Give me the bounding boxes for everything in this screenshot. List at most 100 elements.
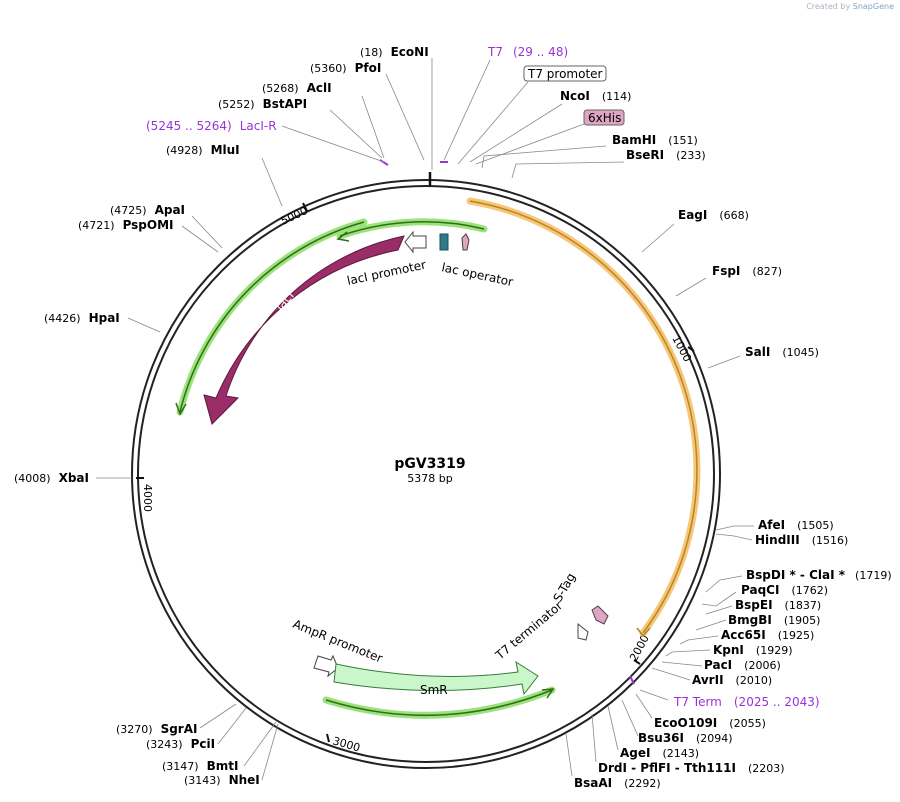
lac-operator-arrow [461,233,470,251]
leader-bspei [705,605,733,615]
leader-nhei [261,723,279,781]
site-bmti: (3147)BmtI [162,759,238,773]
leader-acli [361,95,385,159]
site-acli: (5268)AclI [262,81,332,95]
leader-paci [661,661,703,667]
leader-laci-r-primer [281,125,385,163]
leader-hpai [127,317,161,333]
leader-apai [191,215,223,249]
t7-promoter-label: T7 promoter [527,67,603,81]
leader-his6 [475,123,585,165]
site-bamhi: BamHI(151) [612,133,698,147]
s-tag-arrow [591,605,609,625]
orf-arc [469,200,698,634]
site-bseri: BseRI(233) [626,148,706,162]
tick-label-5000: 5000 [279,204,310,228]
site-bspdi: BspDI * - ClaI *(1719) [746,568,892,582]
small-feature-block [439,233,449,251]
leader-mlui [261,157,283,207]
plasmid-name: pGV3319 [394,456,465,472]
orf-highlight-arc [466,197,701,637]
site-avrii: AvrII(2010) [692,673,772,687]
leader-lines [96,58,491,781]
leader-drdi [591,713,597,763]
leader-bsu36i [621,699,639,737]
site-eco0109i: EcoO109I(2055) [654,716,766,730]
leader-pspomi [181,225,219,253]
site-eagi: EagI(668) [678,208,749,222]
t7-terminator-arrow [577,622,589,641]
site-agei: AgeI(2143) [620,746,699,760]
leader-bstapi [329,109,383,159]
lac-operator-label: lac operator [440,260,514,289]
site-bspei: BspEI(1837) [735,598,821,612]
leader-sgrai [199,703,237,729]
leader-avrii [651,667,691,681]
upper-orf-highlight-arc [176,218,368,416]
leader-kpni [665,649,711,657]
site-afei: AfeI(1505) [758,518,834,532]
leader-t7-promoter [457,81,529,165]
site-hindiii: HindIII(1516) [755,533,848,547]
site-apai: (4725)ApaI [110,203,185,217]
site-pcii: (3243)PciI [146,737,215,751]
leader-bsaai [565,733,573,777]
t7-terminator-label: T7 terminator [492,598,565,662]
bottom-orf-arrowhead [541,688,555,699]
leader-acc65i [679,635,719,645]
site-econi: (18)EcoNI [360,45,429,59]
smr-feature-arrow [333,660,539,696]
laci-feature-arrow [203,235,405,425]
s-tag-label: S-Tag [550,571,578,605]
site-mlui: (4928)MluI [166,143,240,157]
leader-paqci [701,591,737,607]
laci-promoter-label: lacI promoter [346,258,428,288]
leader-lines-right [457,81,754,777]
upper-orf-arrowhead [175,402,187,416]
primer-t7-term-label: T7 Term(2025 .. 2043) [673,695,820,709]
credit-brand: SnapGene [852,2,894,11]
site-fspi: FspI(827) [712,264,782,278]
plasmid-length: 5378 bp [407,472,452,485]
site-sgrai: (3270)SgrAI [116,722,197,736]
t7-promoter-box [523,65,607,82]
leader-t7-term [639,689,669,701]
his6-box [583,109,625,126]
tick-mark-1000 [687,346,695,352]
top-orf-arc [339,221,485,237]
smr-label: SmR [420,683,448,697]
ampr-promoter-arrow [313,654,339,678]
site-bsu36i: Bsu36I(2094) [638,731,733,745]
ampr-promoter-label: AmpR promoter [291,617,385,666]
leader-eco0109i [635,693,653,719]
site-kpni: KpnI(1929) [713,643,792,657]
site-acc65i: Acc65I(1925) [721,628,814,642]
leader-pcii [217,707,247,745]
leader-fspi [675,277,707,297]
snapgene-credit: Created by SnapGene [806,2,894,11]
t7-term-primer-mark [629,675,635,685]
leader-pfoi [385,73,425,161]
site-drdi: DrdI - PflFI - Tth111I(2203) [598,761,785,775]
site-pfoi: (5360)PfoI [310,61,381,75]
site-bsaai: BsaAI(2292) [574,776,661,790]
leader-eagi [641,223,675,253]
tick-mark-5000 [302,202,308,212]
backbone-outer [131,179,721,769]
leader-agei [607,705,619,751]
primer-laci-r-label: (5245 .. 5264)LacI-R [146,119,277,133]
orf-arrowhead [636,627,651,638]
credit-prefix: Created by [806,2,851,11]
leader-afei [715,525,754,531]
site-ncoi: NcoI(114) [560,89,631,103]
upper-orf-arc [179,221,365,413]
leader-bseri [511,161,625,179]
site-paci: PacI(2006) [704,658,781,672]
site-bmgbi: BmgBI(1905) [728,613,820,627]
tick-mark-3000 [326,733,330,743]
his6-label: 6xHis [588,111,621,125]
laci-promoter-arrow [404,230,427,254]
site-bstapi: (5252)BstAPI [218,97,307,111]
leader-ncoi [469,103,563,163]
